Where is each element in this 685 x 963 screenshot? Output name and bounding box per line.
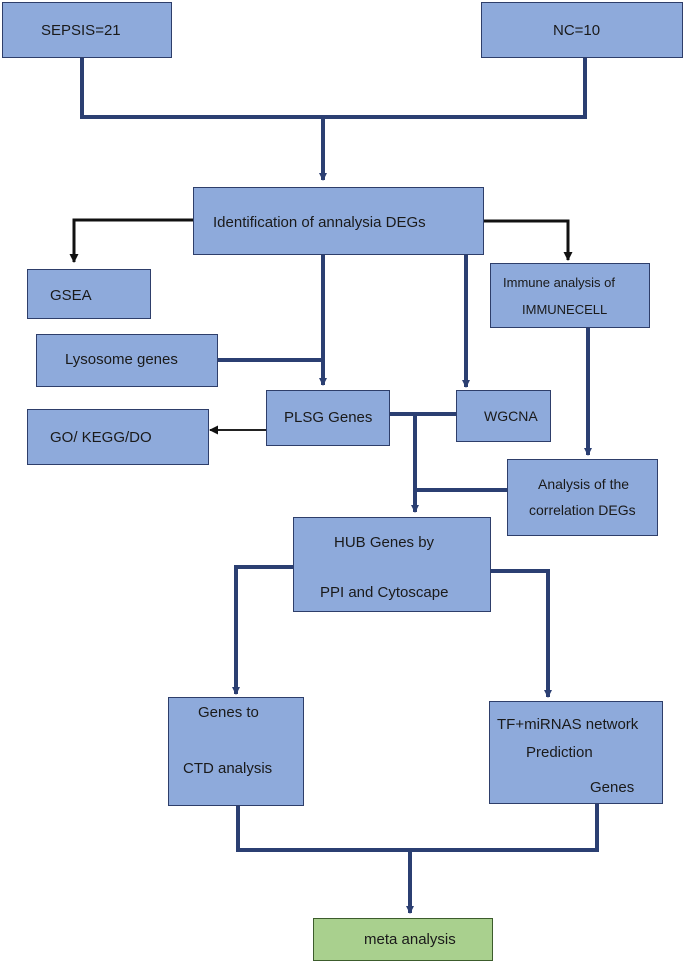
wgcna-label: WGCNA — [484, 408, 538, 424]
immune-node: Immune analysis of IMMUNECELL — [490, 263, 650, 328]
meta-label: meta analysis — [364, 931, 456, 948]
nc-node: NC=10 — [481, 2, 683, 58]
lysosome-node: Lysosome genes — [36, 334, 218, 387]
immune-label-line2: IMMUNECELL — [522, 302, 608, 317]
sepsis-node: SEPSIS=21 — [2, 2, 172, 58]
gsea-label: GSEA — [50, 287, 92, 304]
ctd-node: Genes to CTD analysis — [168, 697, 304, 806]
correlation-label-line1: Analysis of the — [538, 476, 630, 492]
tf-label-line2: Prediction — [526, 744, 593, 761]
correlation-node: Analysis of the correlation DEGs — [507, 459, 658, 536]
connector-hub-to-tf — [491, 569, 552, 698]
sepsis-label: SEPSIS=21 — [41, 22, 121, 39]
connector-identification-to-immune — [484, 219, 573, 261]
identification-node: Identification of annalysia DEGs — [193, 187, 484, 255]
immune-label-line1: Immune analysis of — [503, 275, 615, 290]
tf-label-line3: Genes — [590, 779, 635, 796]
connector-hub-to-ctd — [232, 565, 293, 695]
correlation-label-line2: correlation DEGs — [529, 502, 636, 518]
tf-node: TF+miRNAS network Prediction Genes — [489, 701, 663, 804]
lysosome-label: Lysosome genes — [65, 351, 178, 368]
hub-label-line2: PPI and Cytoscape — [320, 584, 449, 601]
ctd-label-line1: Genes to — [198, 704, 259, 721]
connector-sepsis-merge — [80, 58, 587, 119]
plsg-label: PLSG Genes — [284, 409, 373, 426]
tf-label-line1: TF+miRNAS network — [497, 716, 639, 733]
connector-identification-to-gsea — [69, 218, 193, 263]
meta-node: meta analysis — [313, 918, 493, 961]
hub-label-line1: HUB Genes by — [334, 534, 435, 551]
gokegg-label: GO/ KEGG/DO — [50, 429, 152, 446]
nc-label: NC=10 — [553, 22, 601, 39]
wgcna-node: WGCNA — [456, 390, 551, 442]
identification-label: Identification of annalysia DEGs — [213, 214, 426, 231]
connector-bottom-merge — [236, 804, 599, 852]
hub-node: HUB Genes by PPI and Cytoscape — [293, 517, 491, 612]
gsea-node: GSEA — [27, 269, 151, 319]
ctd-label-line2: CTD analysis — [183, 760, 273, 777]
gokegg-node: GO/ KEGG/DO — [27, 409, 209, 465]
plsg-node: PLSG Genes — [266, 390, 390, 446]
